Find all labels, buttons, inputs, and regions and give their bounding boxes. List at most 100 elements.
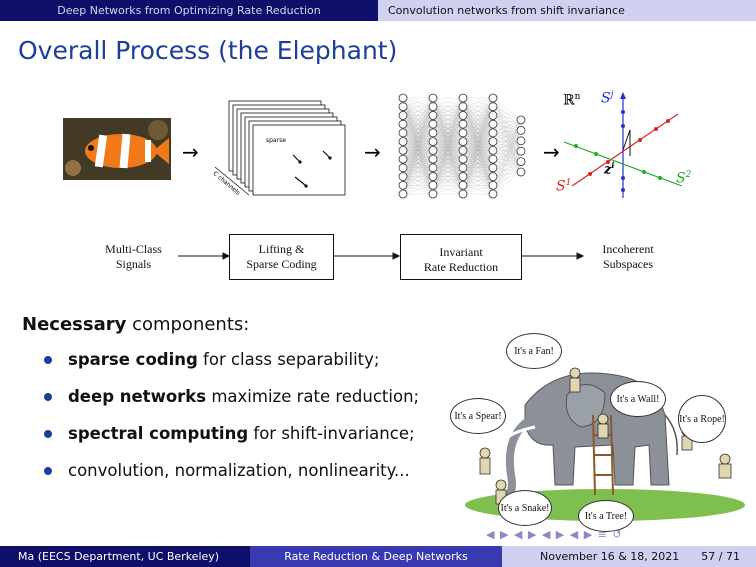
list-item: deep networks maximize rate reduction;	[38, 386, 419, 423]
nn-node	[458, 93, 468, 103]
nn-node	[516, 167, 526, 177]
nn-node	[428, 163, 438, 173]
subspace-s2-label: S2	[676, 170, 692, 187]
nn-node	[488, 180, 498, 190]
header-section-left[interactable]: Deep Networks from Optimizing Rate Reduc…	[0, 0, 378, 21]
nn-node	[428, 154, 438, 164]
nn-node	[428, 111, 438, 120]
nn-node	[428, 180, 438, 190]
footer-talk-title: Rate Reduction & Deep Networks	[250, 546, 502, 567]
nn-node	[458, 119, 468, 129]
nn-node	[488, 93, 498, 103]
bubble-tree: It's a Tree!	[578, 500, 634, 532]
stage-lifting-box	[229, 234, 334, 280]
arrow-1: →	[182, 140, 199, 164]
nn-node	[458, 180, 468, 190]
bullet-dot-icon	[44, 430, 52, 438]
bullet-dot-icon	[44, 393, 52, 401]
nn-node	[516, 126, 526, 135]
bullet-dot-icon	[44, 467, 52, 475]
nn-node	[488, 119, 498, 129]
subspaces-figure	[563, 92, 683, 198]
nn-node	[458, 102, 468, 112]
nn-node	[458, 111, 468, 120]
footer-bar: Ma (EECS Department, UC Berkeley) Rate R…	[0, 546, 756, 567]
components-list: sparse coding for class separability; de…	[38, 349, 419, 497]
nn-node	[398, 189, 408, 199]
neural-network-icon	[398, 93, 526, 199]
list-item: spectral computing for shift-invariance;	[38, 423, 419, 460]
nn-node	[398, 119, 408, 129]
nn-node	[488, 128, 498, 138]
nn-node	[428, 145, 438, 155]
nn-node	[458, 189, 468, 199]
nn-node	[398, 163, 408, 173]
nn-node	[458, 128, 468, 138]
bubble-rope: It's a Rope!	[678, 395, 726, 443]
nn-node	[488, 172, 498, 181]
nn-node	[458, 145, 468, 155]
bubble-spear: It's a Spear!	[450, 398, 506, 434]
nn-node	[428, 102, 438, 112]
nn-node	[398, 172, 408, 181]
nn-node	[488, 163, 498, 173]
components-heading: Necessary components:	[22, 314, 250, 335]
nn-node	[488, 102, 498, 112]
footer-date-page: November 16 & 18, 2021 57 / 71	[502, 546, 756, 567]
nn-node	[516, 115, 526, 125]
nn-node	[516, 157, 526, 166]
point-z-label: zi	[604, 160, 615, 178]
list-item: convolution, normalization, nonlinearity…	[38, 460, 419, 497]
nn-node	[488, 154, 498, 164]
nn-node	[428, 93, 438, 103]
nn-node	[516, 136, 526, 146]
stage-lifting-sparse-coding: Lifting &Sparse Coding	[246, 242, 317, 271]
nn-node	[458, 137, 468, 147]
bubble-snake: It's a Snake!	[498, 490, 552, 526]
nn-node	[398, 145, 408, 155]
sparse-channels-stack	[215, 100, 346, 196]
nn-node	[428, 172, 438, 181]
stage-invariant-box	[400, 234, 522, 280]
beamer-navigation-icons[interactable]: ◀ ▶ ◀ ▶ ◀ ▶ ◀ ▶ ≡ ↺	[486, 528, 623, 541]
nn-node	[428, 128, 438, 138]
nn-node	[398, 137, 408, 147]
nn-node	[458, 172, 468, 181]
nn-node	[398, 154, 408, 164]
nn-node	[488, 189, 498, 199]
nn-node	[398, 93, 408, 103]
subspace-sj-label: Sj	[601, 90, 614, 107]
arrow-2: →	[364, 140, 381, 164]
bullet-dot-icon	[44, 356, 52, 364]
space-label: ℝn	[563, 92, 581, 109]
footer-author: Ma (EECS Department, UC Berkeley)	[0, 546, 250, 567]
header-bar: Deep Networks from Optimizing Rate Reduc…	[0, 0, 756, 21]
footer-page-number: 57 / 71	[701, 550, 740, 563]
nn-node	[516, 146, 526, 156]
nn-node	[398, 111, 408, 120]
clownfish-image	[63, 118, 171, 180]
nn-node	[458, 154, 468, 164]
header-section-right[interactable]: Convolution networks from shift invarian…	[378, 0, 756, 21]
list-item: sparse coding for class separability;	[38, 349, 419, 386]
sparse-label: sparse	[266, 137, 286, 144]
nn-node	[398, 102, 408, 112]
nn-node	[458, 163, 468, 173]
nn-node	[398, 180, 408, 190]
nn-node	[488, 145, 498, 155]
nn-node	[488, 111, 498, 120]
arrow-3: →	[543, 140, 560, 164]
stage-arrows	[178, 252, 585, 260]
footer-date: November 16 & 18, 2021	[540, 550, 680, 563]
subspace-s1-label: S1	[556, 178, 572, 195]
bubble-wall: It's a Wall!	[610, 381, 666, 417]
nn-node	[428, 189, 438, 199]
nn-node	[428, 137, 438, 147]
slide-title: Overall Process (the Elephant)	[18, 36, 398, 65]
nn-node	[488, 137, 498, 147]
nn-node	[398, 128, 408, 138]
bubble-fan: It's a Fan!	[506, 333, 562, 369]
